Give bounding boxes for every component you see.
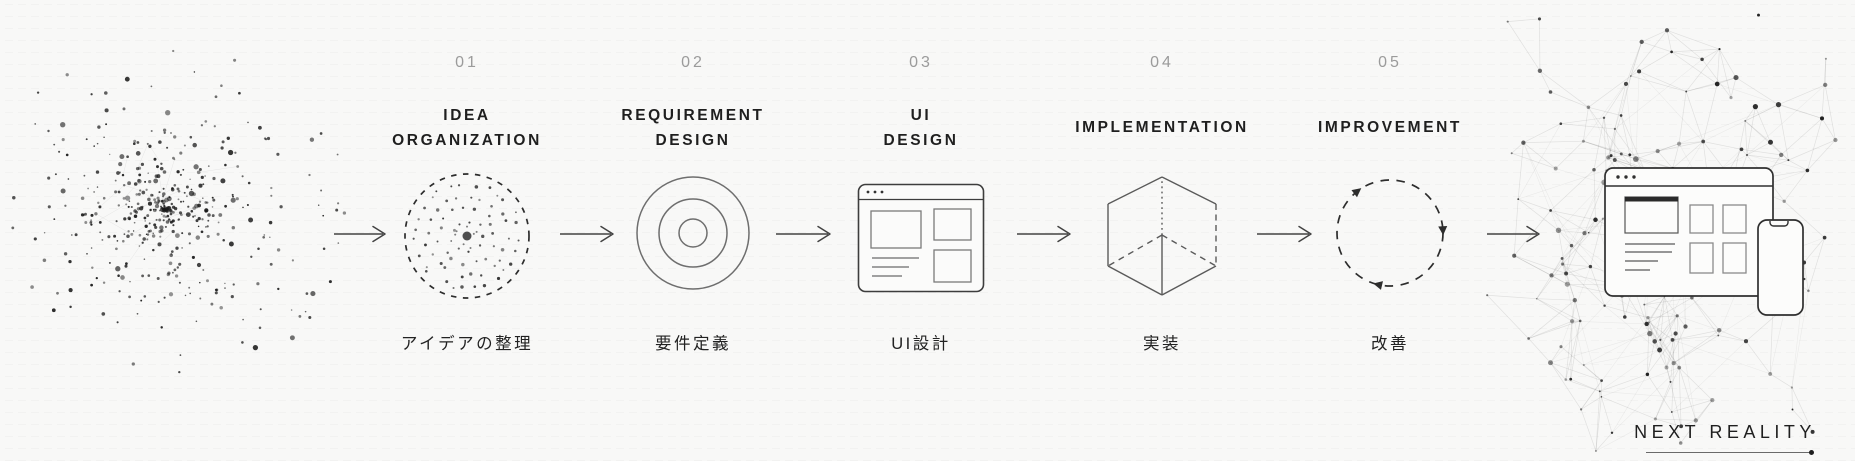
footer-underline-dot (1809, 450, 1814, 455)
step-label-jp: アイデアの整理 (400, 335, 534, 353)
next-reality-label: NEXT REALITY (1634, 422, 1816, 442)
step-number: 02 (681, 54, 705, 71)
step-label-jp: UI設計 (891, 335, 951, 353)
step-label-jp: 実装 (1143, 335, 1181, 353)
step-title-line: REQUIREMENT (621, 107, 765, 124)
improvement-cycle-icon (1336, 179, 1448, 290)
step-title-line: DESIGN (883, 131, 959, 149)
process-step: 03 UI DESIGN UI設計 (791, 0, 1051, 461)
ui-design-icon (857, 183, 985, 293)
step-number: 03 (909, 54, 933, 71)
flow-arrow (560, 225, 614, 243)
browser-and-phone-illustration (1604, 167, 1804, 316)
step-title: REQUIREMENT DESIGN (563, 101, 823, 155)
step-title: IDEA ORGANIZATION (337, 101, 597, 155)
process-step: 02 REQUIREMENT DESIGN 要件定義 (563, 0, 823, 461)
process-step: 05 IMPROVEMENT 改善 (1260, 0, 1520, 461)
step-title-line: UI (910, 107, 932, 124)
flow-arrow (776, 225, 831, 243)
phone-icon (1757, 219, 1804, 316)
step-title: UI DESIGN (791, 101, 1051, 155)
step-title-line: DESIGN (655, 131, 731, 149)
process-step: 04 IMPLEMENTATION 実装 (1032, 0, 1292, 461)
requirement-design-icon (636, 176, 750, 290)
step-label-jp: 要件定義 (655, 335, 731, 353)
step-number: 04 (1150, 54, 1174, 71)
flow-arrow (334, 225, 386, 243)
footer-underline (1646, 450, 1814, 455)
idea-organization-icon (404, 173, 530, 299)
step-title: IMPLEMENTATION (1032, 101, 1292, 155)
idea-scatter-cloud (11, 49, 347, 374)
footer-brand: NEXT REALITY (1634, 422, 1816, 455)
step-label-jp: 改善 (1371, 335, 1409, 353)
flow-arrow (1487, 225, 1540, 243)
flow-arrow (1017, 225, 1071, 243)
implementation-cube-icon (1107, 176, 1217, 296)
step-number: 05 (1378, 54, 1402, 71)
step-title-line: IMPROVEMENT (1318, 119, 1462, 137)
flow-arrow (1257, 225, 1312, 243)
step-title-line: ORGANIZATION (392, 131, 542, 149)
step-number: 01 (455, 54, 479, 71)
step-title: IMPROVEMENT (1260, 101, 1520, 155)
step-title-line: IMPLEMENTATION (1075, 119, 1249, 137)
process-step: 01 IDEA ORGANIZATION アイデアの整理 (337, 0, 597, 461)
step-title-line: IDEA (443, 107, 491, 124)
